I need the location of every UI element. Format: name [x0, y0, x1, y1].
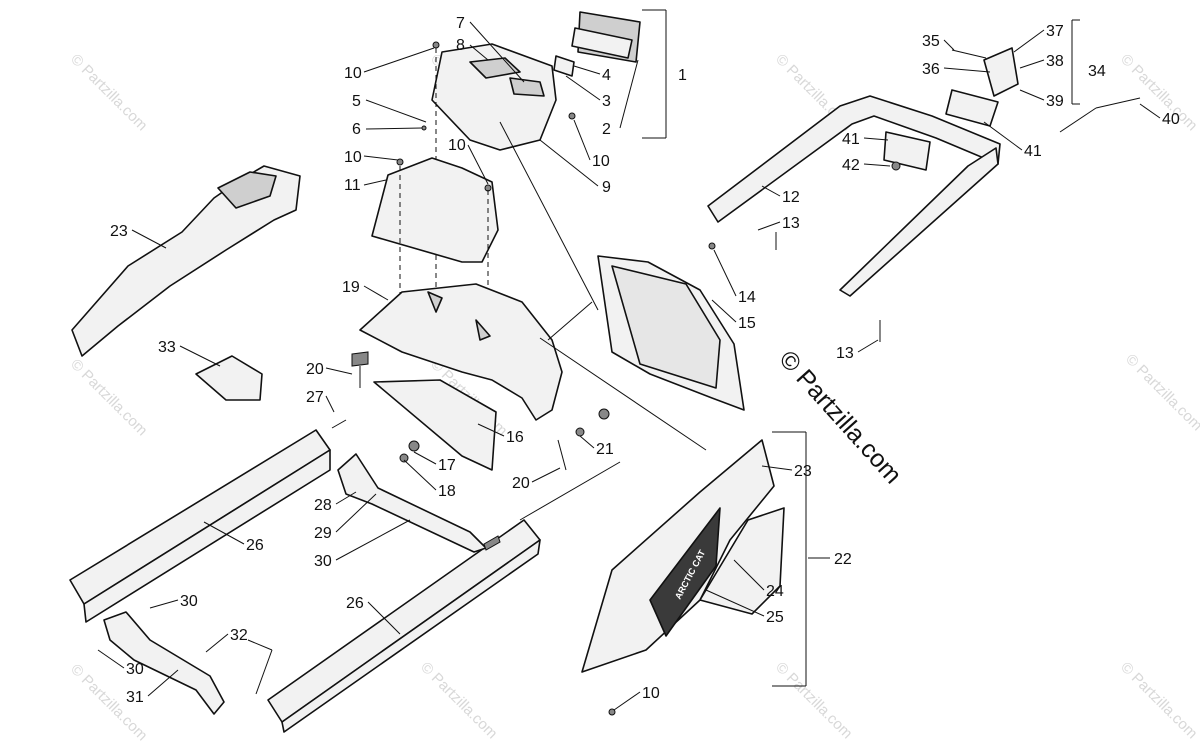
bolt	[483, 535, 501, 551]
callout-37: 37	[1046, 23, 1064, 40]
screw	[396, 158, 404, 166]
callout-10: 10	[642, 685, 660, 702]
callout-31: 31	[126, 689, 144, 706]
callout-22: 22	[834, 551, 852, 568]
callout-2: 2	[602, 121, 611, 138]
callout-23: 23	[794, 463, 812, 480]
rear-panel	[371, 157, 499, 263]
callout-19: 19	[342, 279, 360, 296]
callout-20: 20	[512, 475, 530, 492]
clip	[351, 351, 369, 367]
callout-9: 9	[602, 179, 611, 196]
taillight-socket	[553, 55, 575, 77]
callout-23: 23	[110, 223, 128, 240]
left-rail-face	[83, 449, 331, 623]
side-panel-window	[611, 265, 721, 389]
callout-13: 13	[836, 345, 854, 362]
callout-30: 30	[126, 661, 144, 678]
left-side-cover	[71, 165, 301, 357]
callout-26: 26	[246, 537, 264, 554]
bumper-clamp	[883, 131, 931, 171]
left-side-cover-trim	[217, 171, 277, 209]
screw	[421, 125, 427, 131]
bumper-plate	[945, 89, 999, 127]
mount-bracket	[337, 453, 487, 553]
callout-36: 36	[922, 61, 940, 78]
callout-20: 20	[306, 361, 324, 378]
nut	[399, 453, 409, 463]
callout-24: 24	[766, 583, 784, 600]
taillight-mount-insert	[509, 77, 545, 97]
callout-10: 10	[344, 149, 362, 166]
inner-fender-tab	[475, 319, 491, 341]
callout-41: 41	[1024, 143, 1042, 160]
watermark-tile: © Partzilla.com	[1122, 351, 1200, 434]
screw	[432, 41, 440, 49]
callout-4: 4	[602, 67, 611, 84]
watermark-tile: © Partzilla.com	[67, 356, 150, 439]
callout-11: 11	[344, 177, 361, 194]
callout-5: 5	[352, 93, 361, 110]
nut	[891, 161, 901, 171]
rear-mount-bracket	[103, 611, 225, 715]
callout-17: 17	[438, 457, 456, 474]
callout-16: 16	[506, 429, 524, 446]
callout-21: 21	[596, 441, 614, 458]
watermark-tile: © Partzilla.com	[772, 659, 855, 742]
watermark-tile: © Partzilla.com	[417, 659, 500, 742]
callout-10: 10	[592, 153, 610, 170]
callout-13: 13	[782, 215, 800, 232]
callouts: 7 8 10 5 6 10 11 10 4 3 2 1 10 9 23 19 3…	[97, 15, 1180, 711]
callout-41: 41	[842, 131, 860, 148]
callout-10: 10	[344, 65, 362, 82]
callout-1: 1	[678, 67, 687, 84]
small-cover	[195, 355, 263, 401]
watermark-tile: © Partzilla.com	[67, 51, 150, 134]
screw	[608, 708, 616, 716]
callout-33: 33	[158, 339, 176, 356]
left-rail	[69, 429, 331, 605]
callout-10: 10	[448, 137, 466, 154]
callout-39: 39	[1046, 93, 1064, 110]
washer	[408, 440, 420, 452]
callout-29: 29	[314, 525, 332, 542]
callout-25: 25	[766, 609, 784, 626]
callout-15: 15	[738, 315, 756, 332]
callout-42: 42	[842, 157, 860, 174]
bumper-bracket	[983, 47, 1019, 97]
callout-3: 3	[602, 93, 611, 110]
callout-30: 30	[314, 553, 332, 570]
watermark-tile: © Partzilla.com	[1117, 659, 1200, 742]
screw	[568, 112, 576, 120]
callout-40: 40	[1162, 111, 1180, 128]
callout-6: 6	[352, 121, 361, 138]
callout-7: 7	[456, 15, 465, 32]
clip	[575, 427, 585, 437]
callout-38: 38	[1046, 53, 1064, 70]
callout-32: 32	[230, 627, 248, 644]
screw	[708, 242, 716, 250]
callout-28: 28	[314, 497, 332, 514]
callout-26: 26	[346, 595, 364, 612]
taillight-housing	[571, 27, 633, 59]
callout-35: 35	[922, 33, 940, 50]
callout-27: 27	[306, 389, 324, 406]
mud-flap	[373, 379, 497, 471]
callout-18: 18	[438, 483, 456, 500]
callout-30: 30	[180, 593, 198, 610]
decal	[649, 507, 721, 637]
right-rail	[267, 519, 541, 723]
rear-bumper	[839, 147, 999, 297]
callout-14: 14	[738, 289, 756, 306]
inner-fender	[359, 283, 563, 421]
bolt	[598, 408, 610, 420]
inner-fender-tab	[427, 291, 443, 313]
right-side-panel-outer	[699, 507, 785, 615]
callout-12: 12	[782, 189, 800, 206]
callout-34: 34	[1088, 63, 1106, 80]
callout-8: 8	[456, 37, 465, 54]
right-rail-face	[281, 539, 541, 733]
watermark-tile: © Partzilla.com	[1117, 51, 1200, 134]
